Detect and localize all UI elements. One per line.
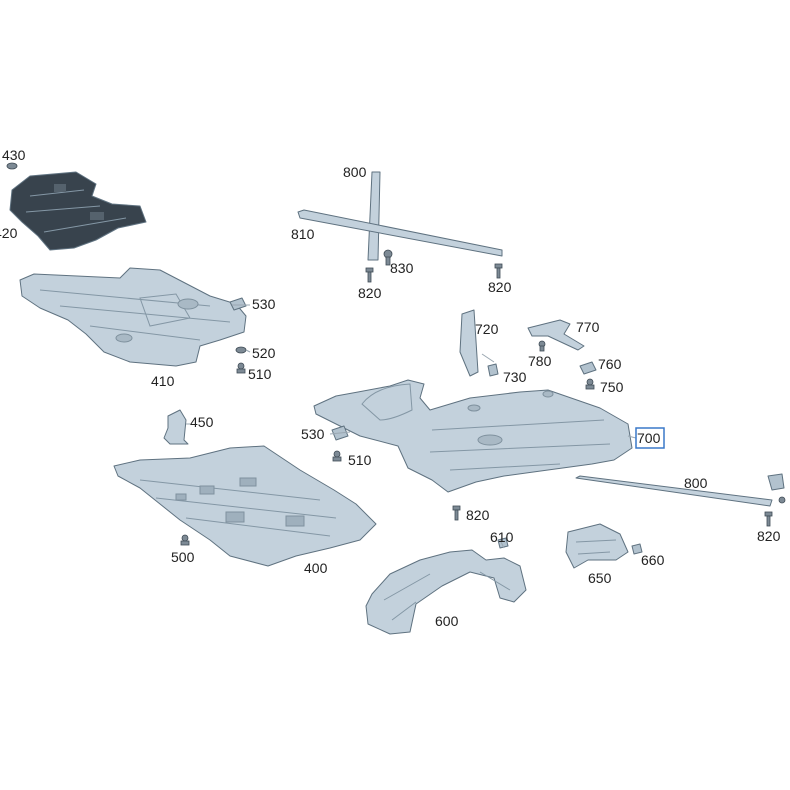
label-780[interactable]: 780 [528, 353, 552, 369]
label-430[interactable]: 430 [2, 147, 26, 163]
part-820-screw-c[interactable] [452, 505, 461, 521]
part-520-washer[interactable] [235, 346, 247, 354]
part-720-bracket[interactable] [459, 309, 479, 377]
part-500-screw[interactable] [180, 534, 190, 546]
part-labels: 430 420 800 810 830 820 820 530 520 510 … [0, 147, 781, 629]
part-400-front-underbody-panel[interactable] [113, 445, 377, 567]
label-400[interactable]: 400 [304, 560, 328, 576]
part-650-bracket[interactable] [565, 523, 629, 569]
part-820-screw-b[interactable] [494, 263, 503, 279]
label-810[interactable]: 810 [291, 226, 315, 242]
label-510-a[interactable]: 510 [248, 366, 272, 382]
label-450[interactable]: 450 [190, 414, 214, 430]
label-770[interactable]: 770 [576, 319, 600, 335]
part-810-crossbar[interactable] [297, 209, 503, 257]
leader-lines [186, 304, 637, 549]
part-410-underbody-panel[interactable] [19, 267, 247, 367]
label-820-c[interactable]: 820 [466, 507, 490, 523]
label-800-top[interactable]: 800 [343, 164, 367, 180]
label-660[interactable]: 660 [641, 552, 665, 568]
label-750[interactable]: 750 [600, 379, 624, 395]
label-420[interactable]: 420 [0, 225, 18, 241]
part-660-clip[interactable] [631, 543, 643, 555]
part-770-bracket[interactable] [527, 319, 585, 351]
label-510-b[interactable]: 510 [348, 452, 372, 468]
part-760-bracket[interactable] [579, 361, 597, 375]
selected-part-highlight [635, 427, 665, 449]
part-750-screw[interactable] [585, 378, 595, 390]
part-510-screw-a[interactable] [236, 362, 246, 374]
label-830[interactable]: 830 [390, 260, 414, 276]
part-450-bracket[interactable] [163, 409, 189, 445]
part-530-bracket-a[interactable] [229, 297, 247, 311]
part-600-bracket-assembly[interactable] [365, 549, 527, 635]
label-800-lower[interactable]: 800 [684, 475, 708, 491]
part-800-lower-bar[interactable] [575, 475, 773, 507]
part-780-screw[interactable] [538, 340, 546, 352]
label-650[interactable]: 650 [588, 570, 612, 586]
part-800-vertical-bar[interactable] [367, 171, 381, 261]
part-730-clip[interactable] [487, 363, 499, 377]
label-720[interactable]: 720 [475, 321, 499, 337]
part-830-screw[interactable] [383, 249, 393, 266]
label-610[interactable]: 610 [490, 529, 514, 545]
label-730[interactable]: 730 [503, 369, 527, 385]
label-600[interactable]: 600 [435, 613, 459, 629]
label-530-a[interactable]: 530 [252, 296, 276, 312]
part-430-clip[interactable] [6, 162, 18, 170]
part-420-dark-panel[interactable] [9, 171, 147, 251]
label-410[interactable]: 410 [151, 373, 175, 389]
label-530-b[interactable]: 530 [301, 426, 325, 442]
part-510-screw-b[interactable] [332, 450, 342, 462]
label-520[interactable]: 520 [252, 345, 276, 361]
label-760[interactable]: 760 [598, 356, 622, 372]
label-500[interactable]: 500 [171, 549, 195, 565]
part-820-screw-a[interactable] [365, 267, 374, 283]
label-820-b[interactable]: 820 [488, 279, 512, 295]
part-820-screw-d[interactable] [764, 511, 773, 527]
label-820-d[interactable]: 820 [757, 528, 781, 544]
label-700[interactable]: 700 [637, 430, 661, 446]
part-side-bracket-clip[interactable] [767, 473, 786, 504]
label-820-a[interactable]: 820 [358, 285, 382, 301]
part-700-rear-underbody-panel[interactable] [313, 379, 633, 493]
